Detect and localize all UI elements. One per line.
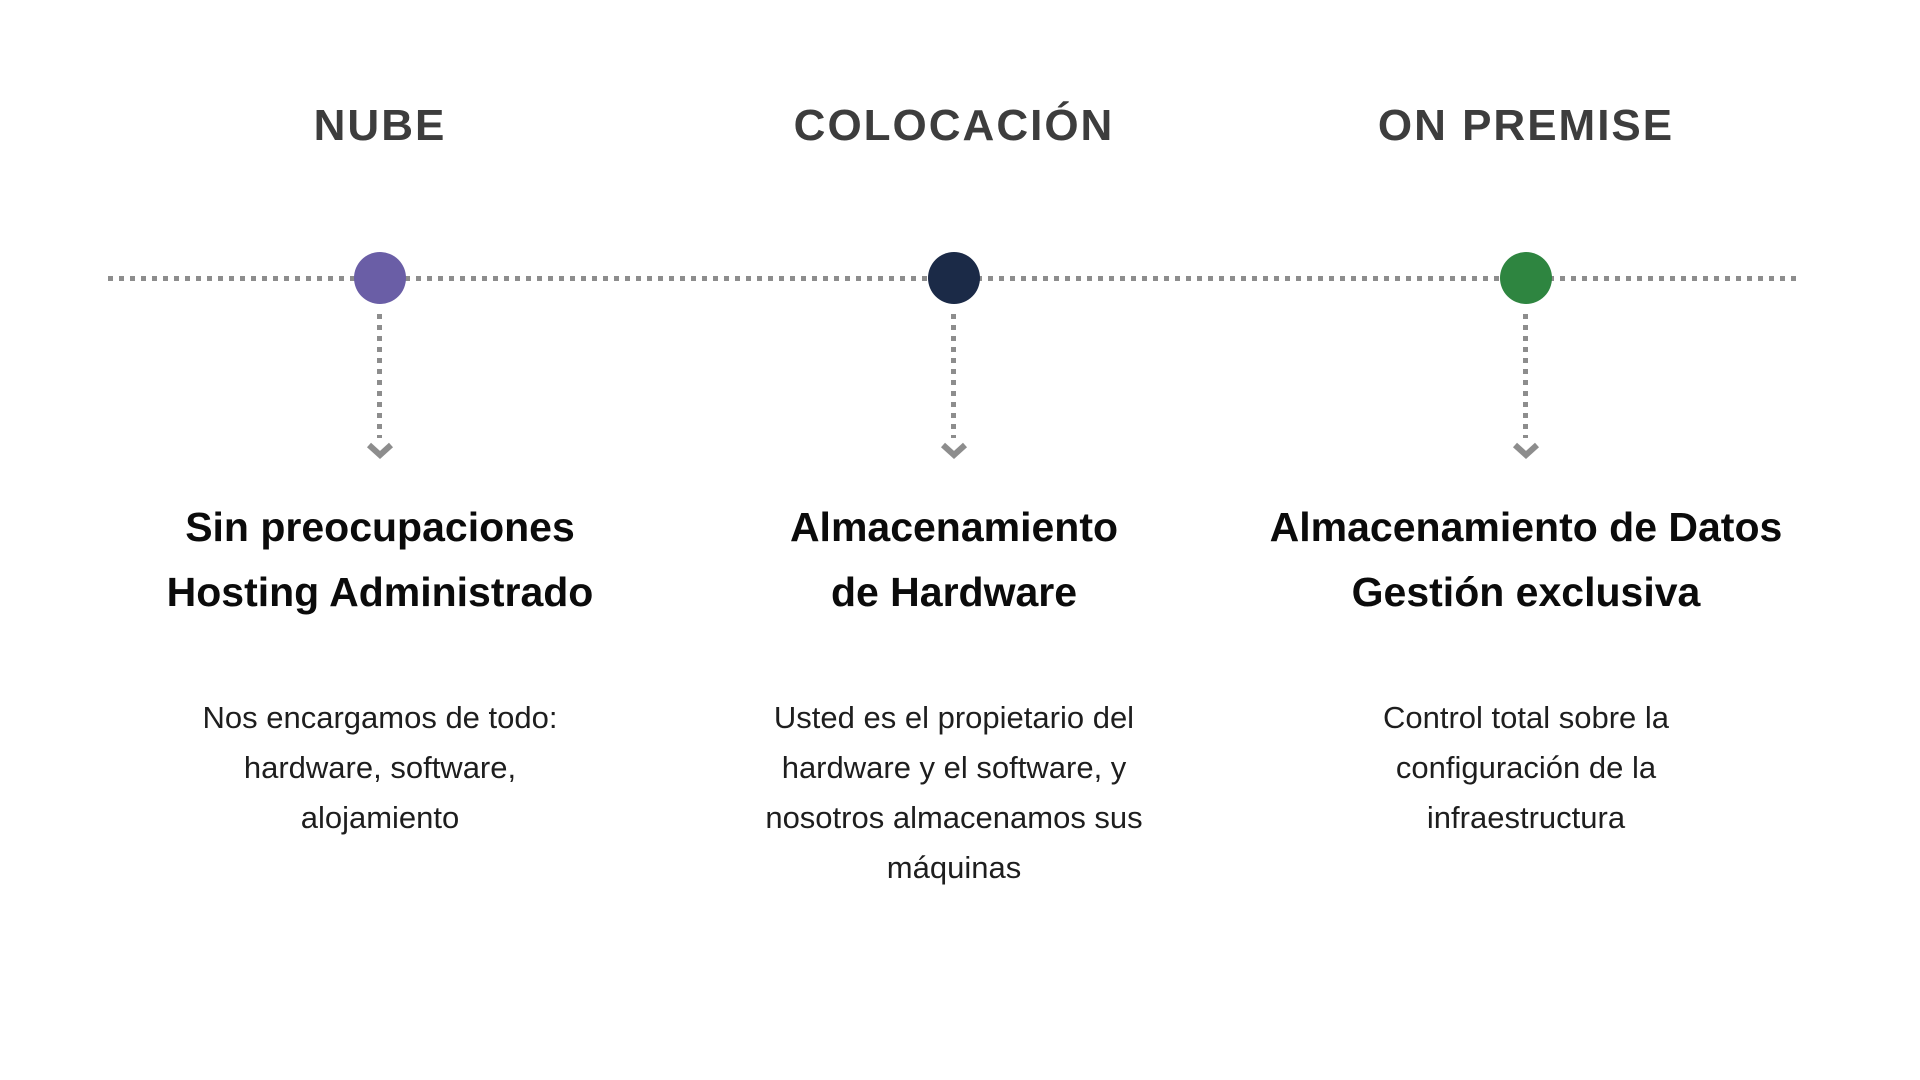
description-line: alojamiento — [300, 800, 460, 835]
timeline-dot — [354, 252, 406, 304]
description-line: configuración de la — [1395, 750, 1657, 785]
description-line: Nos encargamos de todo: — [202, 700, 558, 735]
heading-line: Hosting Administrado — [166, 569, 594, 615]
timeline-dot — [1500, 252, 1552, 304]
description-line: Usted es el propietario del — [773, 700, 1135, 735]
column-description: Nos encargamos de todo: hardware, softwa… — [100, 693, 660, 843]
description-line: hardware, software, — [243, 750, 517, 785]
description-line: nosotros almacenamos sus — [765, 800, 1143, 835]
column-heading: Almacenamiento de Datos Gestión exclusiv… — [1246, 495, 1806, 625]
column-title: NUBE — [313, 101, 447, 150]
column-title: COLOCACIÓN — [793, 101, 1115, 150]
arrow-head-icon — [1512, 442, 1540, 460]
heading-line: Gestión exclusiva — [1351, 569, 1701, 615]
column-description: Control total sobre la configuración de … — [1246, 693, 1806, 843]
description-line: infraestructura — [1426, 800, 1626, 835]
timeline-dot — [928, 252, 980, 304]
arrow-line — [951, 314, 956, 438]
column-description: Usted es el propietario del hardware y e… — [674, 693, 1234, 893]
heading-line: Almacenamiento de Datos — [1269, 504, 1783, 550]
heading-line: de Hardware — [830, 569, 1078, 615]
arrow-head-icon — [940, 442, 968, 460]
description-line: Control total sobre la — [1382, 700, 1670, 735]
arrow-line — [377, 314, 382, 438]
description-line: máquinas — [886, 850, 1022, 885]
column-heading: Sin preocupaciones Hosting Administrado — [100, 495, 660, 625]
column-title: ON PREMISE — [1377, 101, 1675, 150]
heading-line: Sin preocupaciones — [185, 504, 575, 550]
column-heading: Almacenamiento de Hardware — [674, 495, 1234, 625]
arrow-line — [1523, 314, 1528, 438]
arrow-head-icon — [366, 442, 394, 460]
description-line: hardware y el software, y — [781, 750, 1127, 785]
heading-line: Almacenamiento — [789, 504, 1119, 550]
